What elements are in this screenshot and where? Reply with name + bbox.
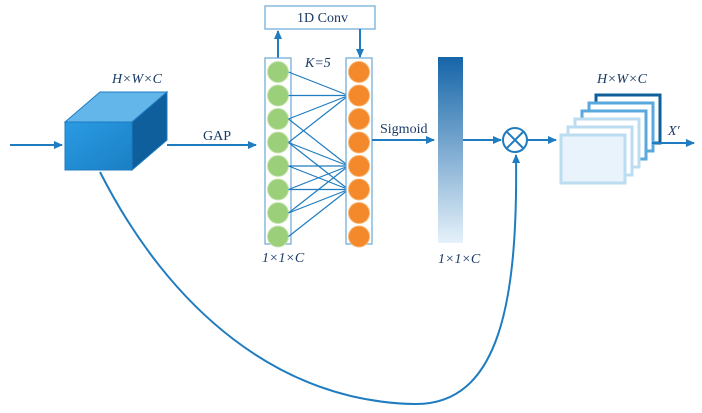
conv-neuron [348,84,370,107]
gap-neuron [267,131,289,154]
gap-neuron [267,108,289,130]
gap-neuron [267,178,289,201]
gap-neuron [267,84,289,107]
conv-neuron [348,108,370,130]
connection-line [288,188,349,214]
multiply-icon [502,127,528,153]
input-feature-cube [63,90,169,172]
conv-connections [288,71,349,237]
gap-neuron [267,202,289,224]
connection-line [288,142,349,190]
output-feature-map [559,133,627,185]
conv-neuron [348,202,370,224]
attention-weight-bar [438,57,463,243]
conv-neuron [348,178,370,201]
vec-dims-label-2: 1×1×C [438,252,481,267]
conv-box-label: 1D Conv [297,11,348,26]
gap-neuron [267,155,289,177]
conv-neuron [348,155,370,177]
k-label: K=5 [304,56,331,71]
gap-vector-neurons [267,61,289,248]
connection-line [288,94,349,120]
connection-line [288,189,349,237]
output-feature-stack [559,93,662,185]
vec-dims-label-1: 1×1×C [262,251,305,266]
connection-line [288,165,349,191]
conv-neuron [348,225,370,248]
sigmoid-label: Sigmoid [380,122,427,137]
input-dims-label: H×W×C [111,72,163,87]
gap-neuron [267,61,289,83]
connection-line [288,141,349,167]
connection-line [288,71,349,97]
output-dims-label: H×W×C [596,72,648,87]
conv-neuron [348,131,370,154]
conv-box [264,5,376,30]
conv-vector-neurons [348,61,370,248]
connection-line [288,118,349,167]
output-name-label: X′ [667,124,681,139]
connection-line [288,95,349,143]
gap-neuron [267,225,289,248]
skip-connection-curve [99,154,521,406]
conv-neuron [348,61,370,83]
gap-label: GAP [203,129,231,144]
